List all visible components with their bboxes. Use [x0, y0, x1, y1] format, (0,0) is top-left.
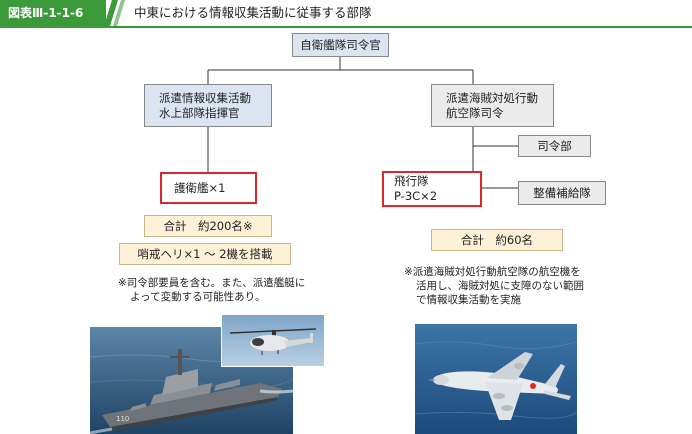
air-unit-line1: 派遣海賊対処行動 [446, 90, 538, 105]
air-unit-commander-box: 派遣海賊対処行動 航空隊司令 [431, 84, 554, 127]
surface-unit-line2: 水上部隊指揮官 [159, 105, 240, 120]
p3c-aircraft-image [415, 324, 577, 434]
header-slash-decoration [104, 0, 125, 26]
p3c-aircraft-photo [415, 324, 577, 434]
maintenance-supply-label: 整備補給隊 [533, 185, 591, 200]
left-total-box: 合計 約200名※ [144, 215, 272, 237]
right-footnote-line2: 活用し、海賊対処に支障のない範囲 [416, 280, 584, 292]
figure-header: 図表Ⅲ-1-1-6 中東における情報収集活動に従事する部隊 [0, 0, 692, 28]
headquarters-box: 司令部 [518, 135, 591, 157]
flight-squadron-line2: P-3C×2 [394, 189, 438, 203]
left-footnote-line1: ※司令部要員を含む。また、派遣艦艇に [118, 277, 306, 289]
left-footnote: ※司令部要員を含む。また、派遣艦艇に よって変動する可能性あり。 [118, 276, 305, 304]
escort-ship-label: 護衛艦×1 [174, 180, 226, 195]
flight-squadron-line1: 飛行隊 [394, 174, 429, 188]
escort-ship-box: 護衛艦×1 [160, 172, 257, 204]
right-total-box: 合計 約60名 [431, 229, 563, 251]
headquarters-label: 司令部 [537, 138, 572, 153]
fleet-commander-label: 自衛艦隊司令官 [300, 37, 381, 52]
surface-unit-line1: 派遣情報収集活動 [159, 90, 251, 105]
right-footnote: ※派遣海賊対処行動航空隊の航空機を 活用し、海賊対処に支障のない範囲 で情報収集… [404, 265, 584, 307]
air-unit-line2: 航空隊司令 [446, 105, 504, 120]
right-footnote-line1: ※派遣海賊対処行動航空隊の航空機を [404, 266, 581, 278]
figure-title: 中東における情報収集活動に従事する部隊 [134, 5, 372, 20]
helicopter-photo [221, 314, 325, 367]
helicopter-image [222, 315, 324, 366]
helicopter-info-label: 哨戒ヘリ×1 ～ 2機を搭載 [137, 246, 273, 261]
hull-number: 110 [116, 415, 129, 423]
figure-label: 図表Ⅲ-1-1-6 [0, 0, 106, 26]
flight-squadron-box: 飛行隊 P-3C×2 [382, 171, 482, 207]
maintenance-supply-box: 整備補給隊 [518, 181, 606, 205]
right-footnote-line3: で情報収集活動を実施 [416, 294, 521, 306]
fleet-commander-box: 自衛艦隊司令官 [292, 33, 389, 57]
surface-unit-commander-box: 派遣情報収集活動 水上部隊指揮官 [144, 84, 272, 127]
left-total-label: 合計 約200名※ [163, 218, 253, 233]
left-footnote-line2: よって変動する可能性あり。 [130, 291, 266, 303]
right-total-label: 合計 約60名 [460, 232, 534, 247]
header-underline [0, 26, 692, 28]
helicopter-info-box: 哨戒ヘリ×1 ～ 2機を搭載 [119, 243, 291, 265]
